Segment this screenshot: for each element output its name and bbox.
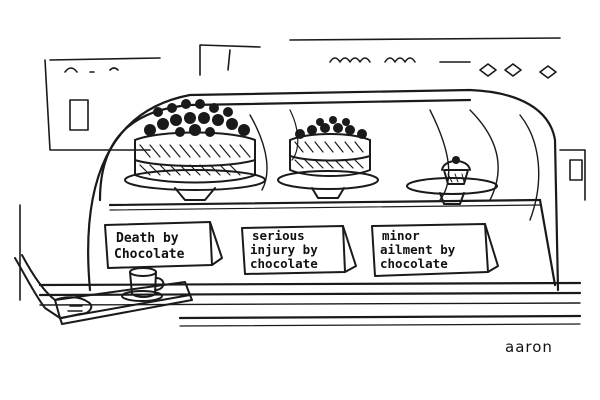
sign-serious: serious injury by chocolate bbox=[241, 225, 357, 275]
sign-serious-line1: serious bbox=[252, 228, 305, 243]
background-wall bbox=[19, 37, 586, 301]
artist-signature: aaron bbox=[505, 338, 553, 356]
cake-medium bbox=[277, 116, 379, 199]
sign-death-line1: Death by bbox=[116, 231, 179, 246]
cake-large-berries bbox=[144, 99, 250, 137]
sign-serious-line2: injury by bbox=[250, 242, 318, 257]
cupcake-small bbox=[406, 156, 498, 205]
cake-large-hatching bbox=[139, 144, 251, 176]
tray-with-cup bbox=[54, 267, 193, 325]
sign-death: Death by Chocolate bbox=[104, 221, 223, 269]
customer-hand bbox=[14, 254, 93, 319]
sign-minor: minor ailment by chocolate bbox=[371, 223, 499, 277]
sign-minor-line3: chocolate bbox=[380, 256, 448, 271]
sign-death-line2: Chocolate bbox=[114, 247, 185, 262]
sign-minor-line1: minor bbox=[382, 228, 420, 243]
sign-serious-line3: chocolate bbox=[250, 256, 318, 271]
cake-large bbox=[124, 99, 266, 201]
sign-minor-line2: ailment by bbox=[380, 242, 456, 257]
